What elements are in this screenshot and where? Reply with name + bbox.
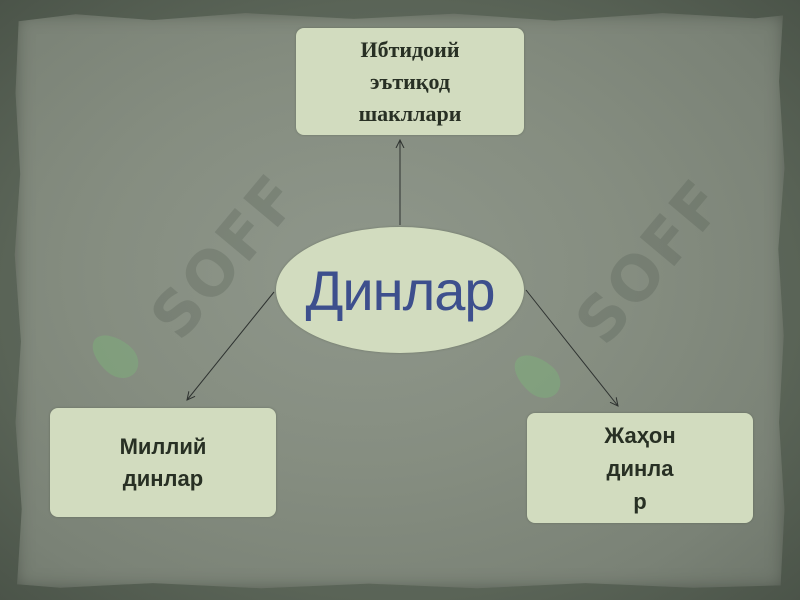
center-node-label: Динлар (305, 258, 495, 322)
node-top-label: Ибтидоий эътиқод шакллари (358, 36, 462, 126)
node-left-label: Миллий динлар (119, 433, 207, 491)
node-top: Ибтидоий эътиқод шакллари (296, 28, 524, 135)
node-right: Жаҳон динла р (527, 413, 753, 523)
node-right-label: Жаҳон динла р (604, 422, 676, 514)
center-node: Динлар (276, 227, 524, 353)
node-left: Миллий динлар (50, 408, 276, 517)
